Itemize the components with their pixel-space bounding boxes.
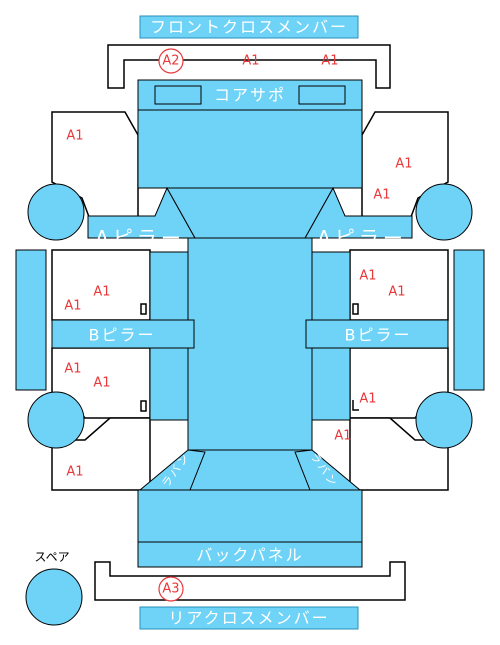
wheel-front-left <box>27 183 85 241</box>
core-support-light-left <box>154 85 202 105</box>
door-handle-front-left <box>140 303 147 315</box>
roof-inner <box>187 237 313 451</box>
code-front-door-right-b: A1 <box>388 285 405 300</box>
spare-tire <box>25 568 83 626</box>
trunk-lid <box>137 489 363 543</box>
code-front-door-left-b: A1 <box>64 299 81 314</box>
code-fender-left: A1 <box>66 129 83 144</box>
a-pillar-left-label: Aピラー <box>95 226 185 250</box>
core-support-label: コアサポ <box>214 86 286 105</box>
wheel-front-right <box>415 183 473 241</box>
door-handle-rear-left <box>140 400 147 412</box>
front-cross-member-label: フロントクロスメンバー <box>150 18 348 37</box>
code-quarter-left: A1 <box>66 465 83 480</box>
rear-cross-member-label: リアクロスメンバー <box>168 609 329 628</box>
b-pillar-right-label: Bピラー <box>345 326 412 345</box>
hood <box>137 109 363 189</box>
wheel-rear-left <box>27 391 85 449</box>
door-handle-rear-right <box>352 400 359 411</box>
code-rear-door-left-a: A1 <box>64 362 81 377</box>
code-circle-a3 <box>158 576 184 602</box>
code-rear-member: A3 <box>162 582 179 597</box>
b-pillar-right <box>305 319 449 349</box>
side-bar-right <box>453 249 485 391</box>
back-panel <box>137 541 363 568</box>
side-bar-left <box>15 249 47 391</box>
back-panel-label: バックパネル <box>196 546 303 565</box>
a-pillar-right-label: Aピラー <box>317 226 407 250</box>
code-front-member-right: A1 <box>321 54 338 69</box>
spare-label: スペア <box>34 550 69 564</box>
code-rear-door-right: A1 <box>359 392 376 407</box>
front-cross-member-bar <box>139 15 359 39</box>
b-pillar-left-label: Bピラー <box>89 326 156 345</box>
door-handle-front-right <box>352 303 359 315</box>
windshield <box>166 187 334 239</box>
code-fender-right-low: A1 <box>373 188 390 203</box>
rear-cross-member-outline <box>94 561 406 601</box>
code-circle-a2 <box>158 48 184 74</box>
core-support-light-right <box>298 85 346 105</box>
code-front-member-mid: A1 <box>242 54 259 69</box>
code-front-member-left: A2 <box>162 54 179 69</box>
code-fender-right-top: A1 <box>395 157 412 172</box>
b-pillar-left <box>51 319 195 349</box>
code-front-door-left-a: A1 <box>93 285 110 300</box>
code-rear-door-left-b: A1 <box>93 376 110 391</box>
wheel-rear-right <box>415 391 473 449</box>
code-quarter-right: A1 <box>334 429 351 444</box>
rear-cross-member-bar <box>139 606 359 630</box>
code-front-door-right-a: A1 <box>359 269 376 284</box>
